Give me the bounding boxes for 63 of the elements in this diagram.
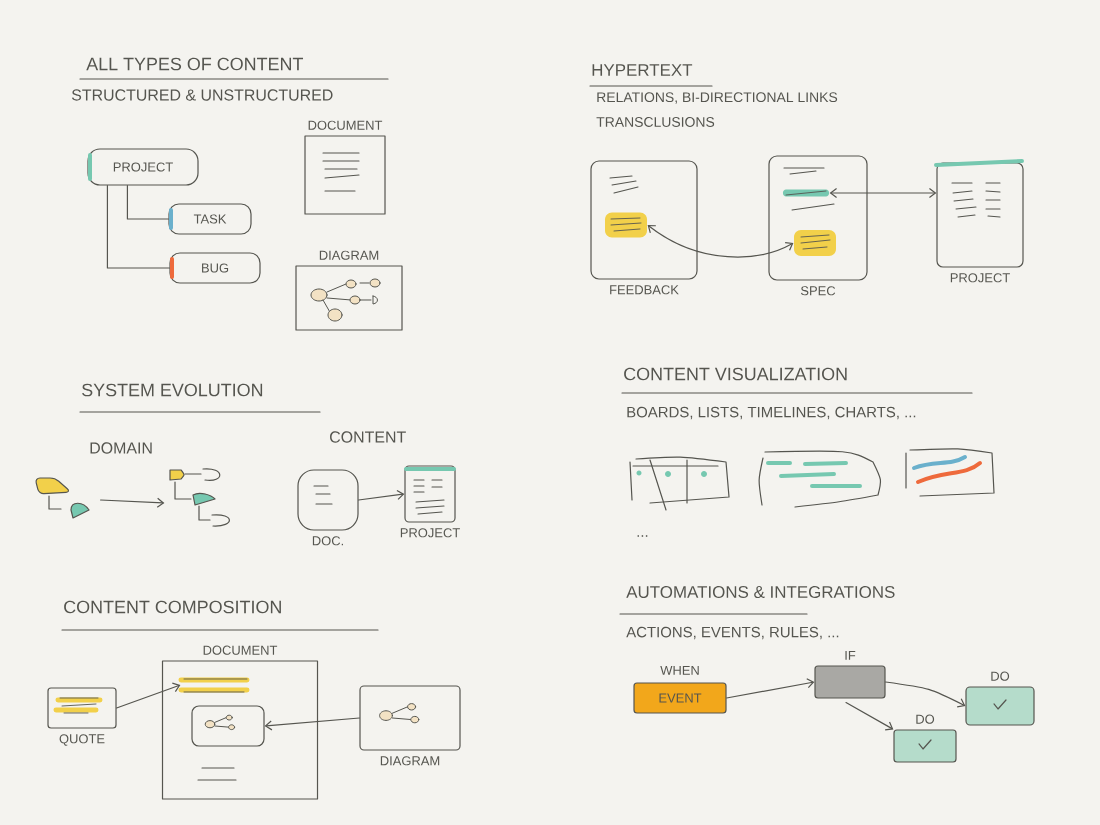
connector-line xyxy=(126,185,169,220)
caption-text: STRUCTURED & UNSTRUCTURED xyxy=(71,89,333,101)
condition-box: IF xyxy=(814,650,886,699)
document-page: FEEDBACK xyxy=(590,160,698,295)
section-heading: SYSTEM EVOLUTION xyxy=(82,383,263,397)
arrow xyxy=(885,681,966,708)
node-label: FEEDBACK xyxy=(610,285,679,295)
section-heading: CONTENT COMPOSITION xyxy=(64,600,281,614)
arrow xyxy=(647,225,794,258)
arrow xyxy=(726,678,815,699)
event-box: WHEN EVENT xyxy=(633,665,727,714)
arrow xyxy=(845,702,894,731)
domain-tree-drawing xyxy=(169,468,230,527)
tag-box: TASK xyxy=(168,203,252,235)
caption-text: RELATIONS, BI-DIRECTIONAL LINKS xyxy=(597,92,838,104)
arrow xyxy=(264,717,360,731)
highlight-block xyxy=(605,212,647,238)
caption-text: DOMAIN xyxy=(90,442,152,454)
caption-text: ... xyxy=(637,535,648,537)
document-page: DOCUMENT xyxy=(161,645,319,800)
section-heading: HYPERTEXT xyxy=(592,64,693,76)
caption-text: CONTENT xyxy=(330,431,406,443)
section-heading: CONTENT VISUALIZATION xyxy=(624,367,847,381)
caption-text: TRANSCLUSIONS xyxy=(596,117,715,127)
diagram-card: DIAGRAM xyxy=(295,250,403,331)
document-card: DOCUMENT xyxy=(304,120,386,215)
caption-text: BOARDS, LISTS, TIMELINES, CHARTS, ... xyxy=(627,406,916,420)
node-label: DIAGRAM xyxy=(319,250,379,260)
document-page: PROJECT xyxy=(400,465,460,538)
node-label: DOCUMENT xyxy=(308,120,383,130)
document-page: DOC. xyxy=(297,469,359,546)
arrow xyxy=(358,489,405,501)
arrow xyxy=(116,682,181,709)
node-label: QUOTE xyxy=(59,734,105,746)
tag-box: BUG xyxy=(169,252,261,284)
domain-tree-drawing xyxy=(35,477,90,519)
arrow xyxy=(100,497,165,508)
embedded-diagram xyxy=(191,705,265,747)
node-label: PROJECT xyxy=(950,273,1010,283)
node-label: DO xyxy=(916,714,935,724)
node-label: DOCUMENT xyxy=(203,645,278,655)
node-label: IF xyxy=(845,650,856,660)
document-page: PROJECT xyxy=(934,159,1024,283)
quote-card: QUOTE xyxy=(47,687,117,746)
node-label: DIAGRAM xyxy=(380,756,440,766)
document-page: SPEC xyxy=(768,155,868,296)
node-label: SPEC xyxy=(800,286,836,296)
node-label: DOC. xyxy=(312,536,344,546)
tag-box: PROJECT xyxy=(87,148,199,186)
node-label: PROJECT xyxy=(400,528,460,538)
highlight-block xyxy=(794,230,836,256)
arrow xyxy=(829,187,937,199)
section-heading: ALL TYPES OF CONTENT xyxy=(86,57,303,71)
action-box: DO xyxy=(893,714,957,763)
diagram-card: DIAGRAM xyxy=(359,685,461,766)
caption-text: ACTIONS, EVENTS, RULES, ... xyxy=(626,626,839,640)
section-heading: AUTOMATIONS & INTEGRATIONS xyxy=(626,586,895,598)
node-label: WHEN xyxy=(660,665,699,675)
highlight-lines xyxy=(178,677,250,693)
highlight-bar xyxy=(783,189,829,197)
action-box: DO xyxy=(965,671,1035,726)
node-label: DO xyxy=(991,671,1010,681)
connector-line xyxy=(106,185,170,269)
